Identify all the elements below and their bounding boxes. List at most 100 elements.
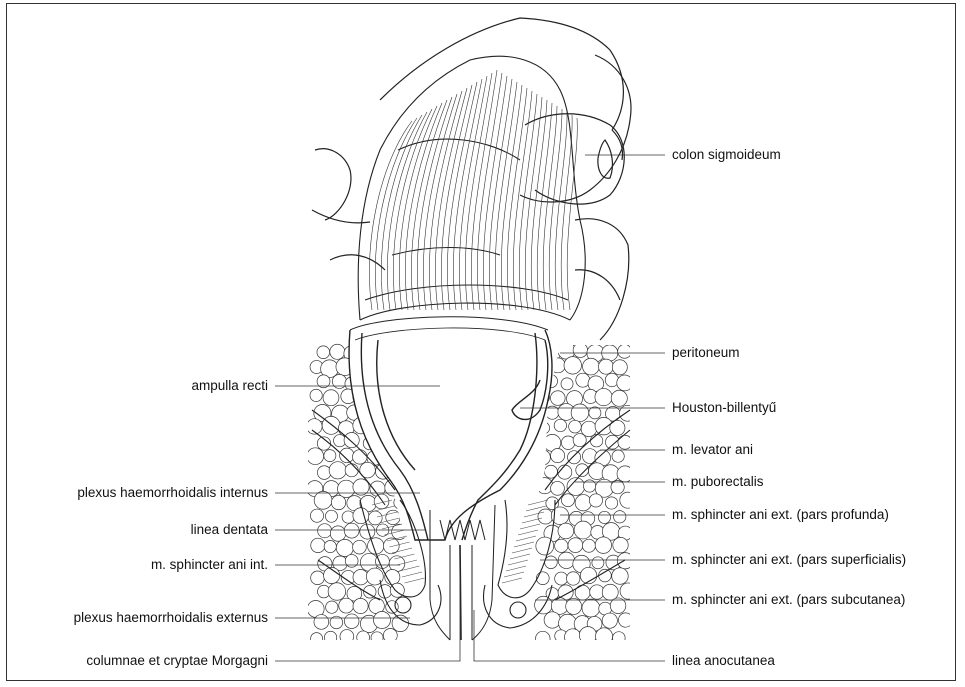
striation-line xyxy=(459,75,488,311)
striation-line xyxy=(530,99,548,311)
hatch-line xyxy=(511,547,533,554)
fat-lobule xyxy=(329,525,347,542)
fat-lobule xyxy=(609,597,627,614)
fat-lobule xyxy=(544,555,558,569)
fat-lobule xyxy=(561,493,575,508)
hatch-line xyxy=(519,523,541,530)
hatch-line xyxy=(517,529,539,536)
hatch-line xyxy=(386,535,408,542)
fat-lobule xyxy=(601,583,619,601)
fat-lobule xyxy=(588,493,603,508)
striation-line xyxy=(429,90,463,311)
fat-lobule xyxy=(316,436,332,451)
fat-lobule xyxy=(617,434,630,450)
label-plexus-externus: plexus haemorrhoidalis externus xyxy=(73,610,268,625)
fat-lobule xyxy=(346,585,363,602)
fat-lobule xyxy=(581,598,601,618)
fat-lobule xyxy=(370,631,384,640)
fat-lobule xyxy=(325,600,339,614)
fat-lobule xyxy=(591,556,605,570)
fat-lobule xyxy=(331,495,347,511)
striation-line xyxy=(542,105,558,311)
fat-lobule xyxy=(377,584,392,599)
fat-lobule xyxy=(582,538,596,553)
sphincter-hatching xyxy=(371,499,549,584)
striation-line xyxy=(488,78,513,311)
fat-lobule xyxy=(616,552,630,570)
fat-lobule xyxy=(535,536,555,556)
fat-lobule xyxy=(391,523,408,540)
fat-lobule xyxy=(339,629,355,640)
striation-line xyxy=(405,102,443,311)
hatch-line xyxy=(501,577,523,584)
fat-lobule xyxy=(616,374,630,392)
fat-lobule xyxy=(567,537,584,553)
fat-lobule xyxy=(323,540,337,554)
fat-lobule xyxy=(352,598,369,614)
striation-line xyxy=(411,99,448,311)
hatch-line xyxy=(505,565,527,572)
hatch-line xyxy=(404,577,425,584)
fat-lobule xyxy=(536,571,550,585)
fat-lobule xyxy=(536,477,554,495)
fat-lobule xyxy=(613,510,627,524)
label-linea-dentata: linea dentata xyxy=(190,522,268,537)
striation-line xyxy=(560,114,573,311)
fat-lobule xyxy=(343,432,360,449)
fat-lobule xyxy=(598,358,614,375)
hatch-line xyxy=(513,541,535,548)
fat-lobule xyxy=(325,509,338,523)
fat-lobule xyxy=(589,434,604,448)
fat-lobule xyxy=(550,357,566,374)
label-puborectalis: m. puborectalis xyxy=(672,474,764,489)
fat-lobule xyxy=(335,539,354,557)
fat-lobule xyxy=(310,508,324,523)
hatch-line xyxy=(507,559,529,566)
label-sphincter-ext-superficialis: m. sphincter ani ext. (pars superficiali… xyxy=(672,552,907,567)
striation-line xyxy=(548,108,563,311)
fat-lobule xyxy=(339,447,355,463)
hatch-line xyxy=(401,571,423,578)
fat-lobule xyxy=(341,510,355,524)
striation-line xyxy=(399,105,438,311)
fat-lobule xyxy=(328,461,347,480)
fat-lobule xyxy=(535,630,551,640)
fat-lobule xyxy=(573,520,593,540)
fat-lobule xyxy=(313,614,330,630)
striation-line xyxy=(393,108,433,311)
fat-lobule xyxy=(601,612,618,629)
striation-line xyxy=(518,93,538,311)
fat-lobule xyxy=(323,449,337,463)
fat-lobule xyxy=(617,345,630,359)
fat-lobule xyxy=(609,419,626,436)
leader-lines xyxy=(275,154,665,662)
striation-line xyxy=(506,87,528,311)
fat-lobule xyxy=(619,404,630,422)
fat-lobule xyxy=(382,628,398,640)
hatch-line xyxy=(509,553,531,560)
fat-lobule xyxy=(352,539,367,555)
label-levator-ani: m. levator ani xyxy=(672,442,754,457)
striation-line xyxy=(500,84,523,311)
striation-line xyxy=(465,72,493,311)
fat-lobule xyxy=(356,630,370,640)
fat-lobule xyxy=(619,582,630,600)
fat-lobule xyxy=(317,465,332,480)
fat-lobule xyxy=(554,571,569,586)
fat-lobule xyxy=(337,479,356,498)
fat-lobule xyxy=(310,570,325,586)
fat-lobule xyxy=(383,537,400,555)
striation-line xyxy=(375,117,418,311)
ampulla-recti-drawing xyxy=(348,316,553,541)
fat-lobule xyxy=(557,522,575,540)
striation-line xyxy=(536,102,553,311)
label-plexus-internus: plexus haemorrhoidalis internus xyxy=(77,485,268,500)
striation-line xyxy=(417,96,453,311)
striation-line xyxy=(369,120,413,311)
striation-line xyxy=(381,114,423,311)
fat-lobule xyxy=(344,613,360,629)
fat-lobule xyxy=(618,612,630,628)
label-linea-anocutanea: linea anocutanea xyxy=(672,653,775,668)
fat-lobule xyxy=(553,418,567,433)
